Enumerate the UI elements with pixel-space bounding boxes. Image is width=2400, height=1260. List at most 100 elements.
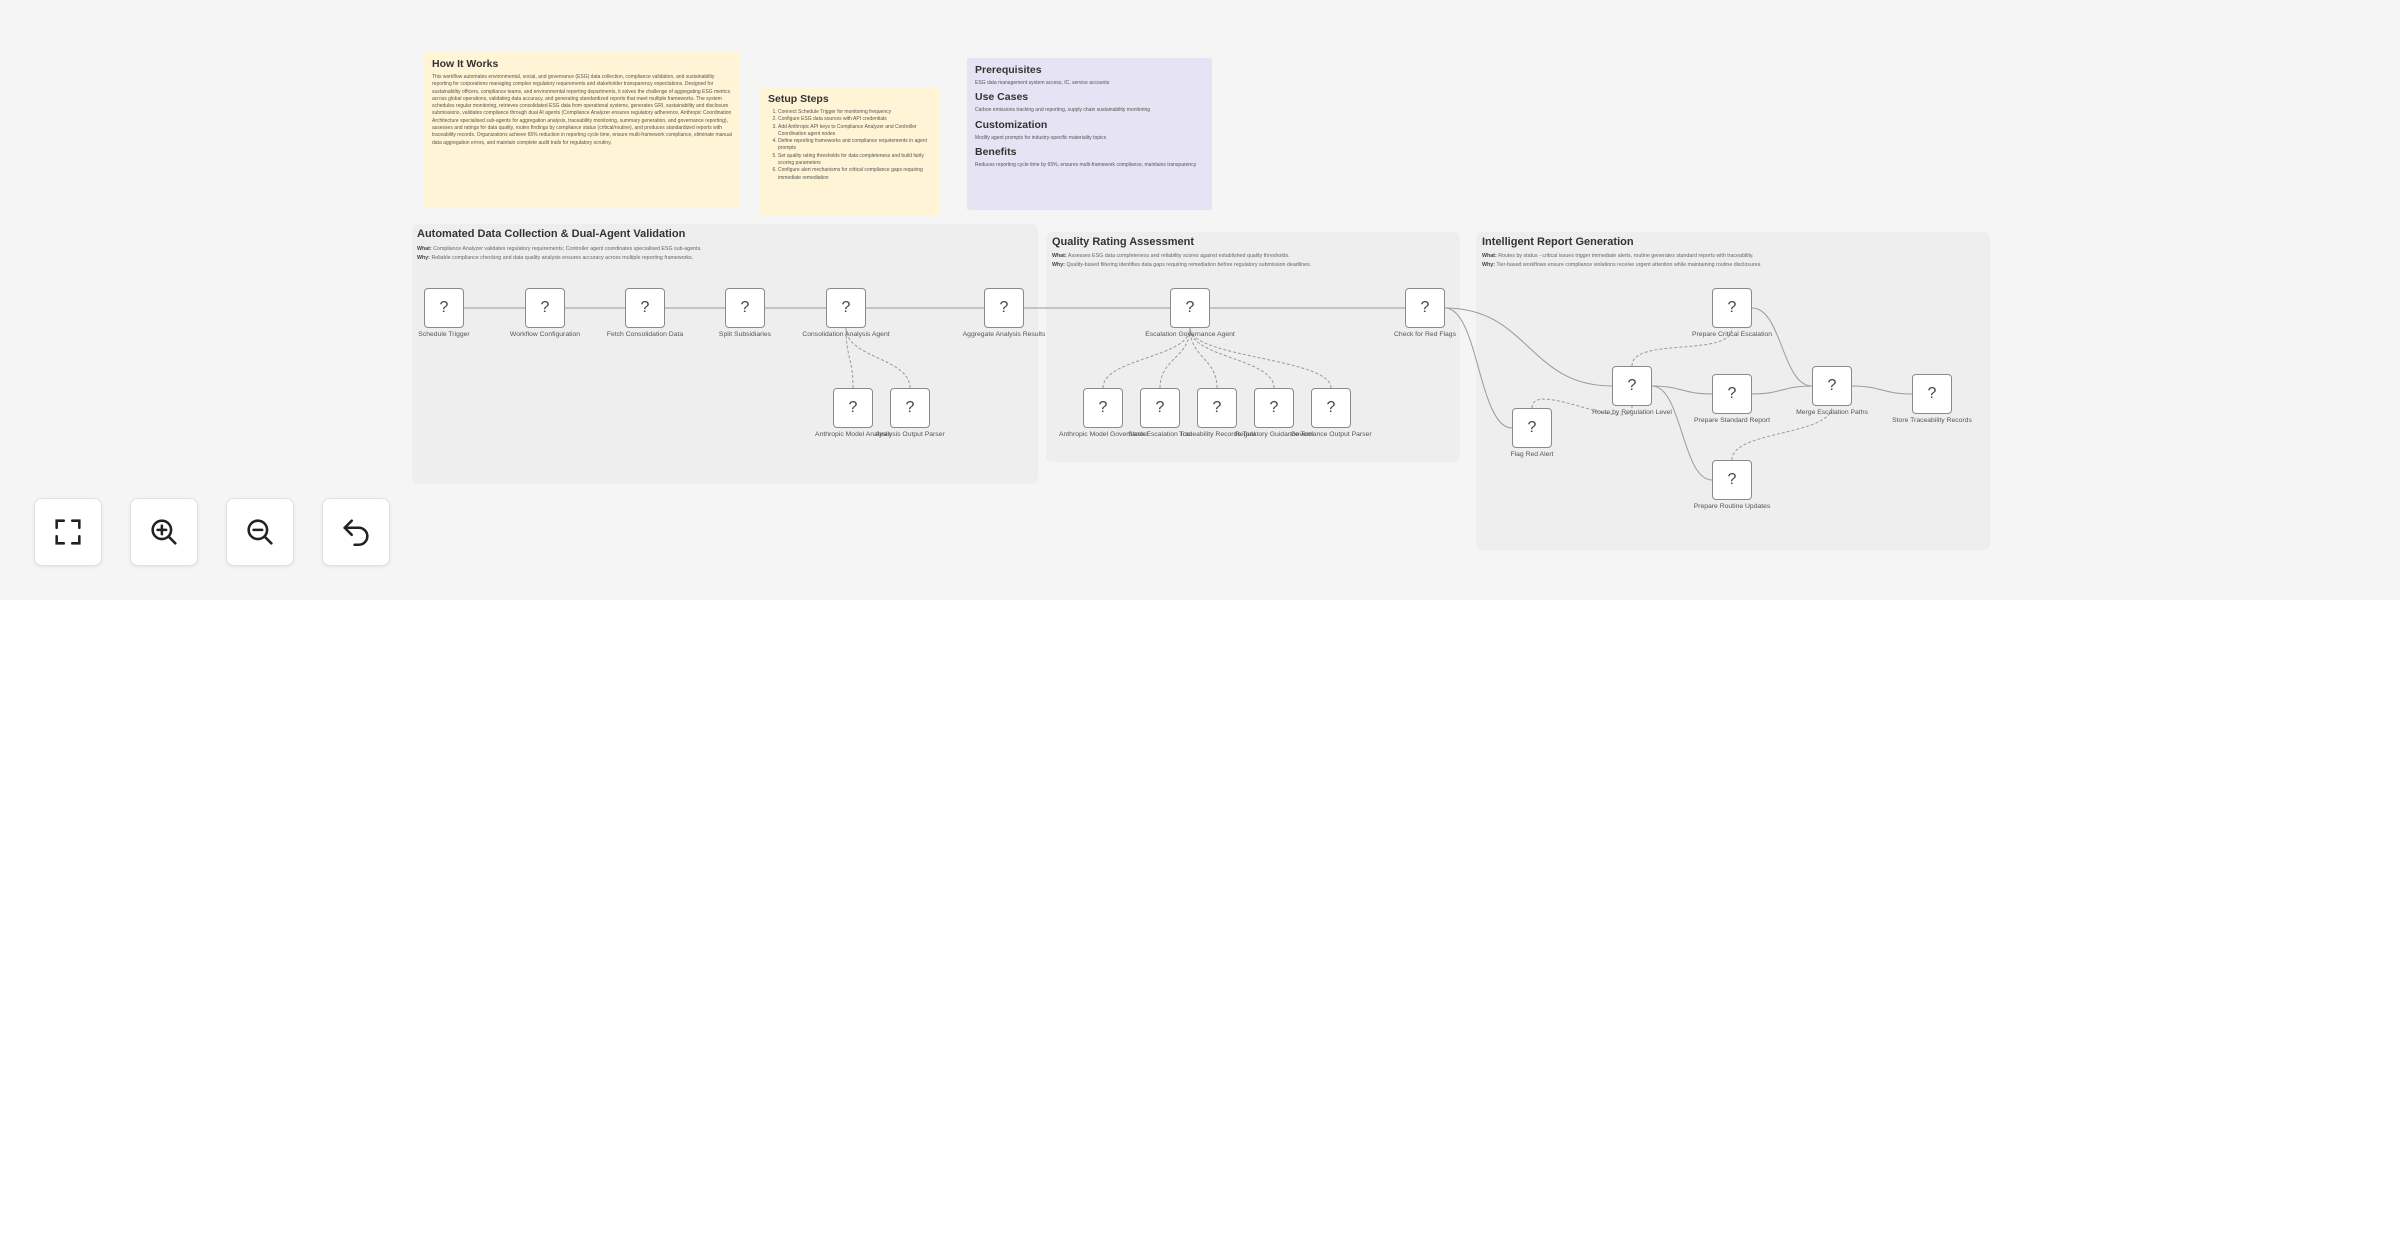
zoom-in-icon	[151, 519, 177, 545]
unknown-node-icon: ?	[905, 399, 915, 416]
workflow-node[interactable]: ?	[725, 288, 765, 328]
workflow-node[interactable]: ?	[1512, 408, 1552, 448]
note-how-it-works: How It Works This workflow automates env…	[424, 52, 740, 208]
workflow-node[interactable]: ?	[1405, 288, 1445, 328]
connection-edge	[845, 327, 854, 389]
unknown-node-icon: ?	[1927, 385, 1937, 402]
note-title: Prerequisites	[975, 64, 1042, 76]
node-label: Prepare Critical Escalation	[1691, 331, 1773, 338]
connection-edge	[1159, 327, 1191, 389]
node-label: Flag Red Alert	[1510, 451, 1554, 458]
workflow-node[interactable]: ?	[826, 288, 866, 328]
workflow-node[interactable]: ?	[833, 388, 873, 428]
workflow-node[interactable]: ?	[625, 288, 665, 328]
workflow-node[interactable]: ?	[1311, 388, 1351, 428]
group-what: What: Assesses ESG data completeness and…	[1052, 253, 1290, 259]
workflow-node[interactable]: ?	[1170, 288, 1210, 328]
connection-edge	[1102, 327, 1191, 389]
node-label: Split Subsidiaries	[718, 331, 772, 338]
workflow-node[interactable]: ?	[1812, 366, 1852, 406]
unknown-node-icon: ?	[1212, 399, 1222, 416]
node-label: Schedule Trigger	[418, 331, 470, 338]
workflow-node[interactable]: ?	[1712, 374, 1752, 414]
undo-button[interactable]	[322, 498, 390, 566]
setup-step: Define reporting frameworks and complian…	[778, 138, 932, 153]
connection-edge	[845, 327, 911, 389]
unknown-node-icon: ?	[1185, 299, 1195, 316]
unknown-node-icon: ?	[999, 299, 1009, 316]
node-label: Store Traceability Records	[1892, 417, 1972, 424]
node-label: Analysis Output Parser	[875, 431, 945, 438]
workflow-node[interactable]: ?	[1083, 388, 1123, 428]
node-label: Merge Escalation Paths	[1796, 409, 1868, 416]
node-label: Prepare Standard Report	[1694, 417, 1770, 424]
node-label: Regulatory Guidance Tool	[1234, 431, 1314, 438]
unknown-node-icon: ?	[1727, 299, 1737, 316]
workflow-node[interactable]: ?	[1612, 366, 1652, 406]
workflow-node[interactable]: ?	[1912, 374, 1952, 414]
connection-edge	[1631, 327, 1733, 367]
zoom-in-button[interactable]	[130, 498, 198, 566]
connection-edge	[1444, 307, 1513, 429]
group-title: Intelligent Report Generation	[1482, 236, 1634, 248]
node-label: Consolidation Analysis Agent	[802, 331, 890, 338]
node-label: Workflow Configuration	[509, 331, 581, 338]
connection-edge	[1751, 307, 1813, 387]
zoom-out-icon	[247, 519, 273, 545]
unknown-node-icon: ?	[1098, 399, 1108, 416]
connection-edge	[1751, 385, 1813, 395]
note-text: Carbon emissions tracking and reporting,…	[975, 107, 1151, 114]
connection-edge	[1851, 385, 1913, 395]
setup-step: Add Anthropic API keys to Compliance Ana…	[778, 124, 932, 139]
connection-edge	[1189, 327, 1332, 389]
workflow-node[interactable]: ?	[1140, 388, 1180, 428]
node-label: Route by Regulation Level	[1592, 409, 1672, 416]
fit-view-icon	[55, 519, 81, 545]
workflow-canvas[interactable]: How It Works This workflow automates env…	[0, 0, 2400, 600]
unknown-node-icon: ?	[1326, 399, 1336, 416]
node-label: Governance Output Parser	[1290, 431, 1372, 438]
unknown-node-icon: ?	[1727, 385, 1737, 402]
group-why: Why: Quality-based filtering identifies …	[1052, 262, 1312, 268]
node-label: Anthropic Model Governance	[1058, 431, 1148, 438]
note-title: Use Cases	[975, 91, 1029, 104]
note-title: How It Works	[432, 58, 499, 70]
zoom-out-button[interactable]	[226, 498, 294, 566]
workflow-node[interactable]: ?	[525, 288, 565, 328]
group-what: What: Compliance Analyzer validates regu…	[417, 246, 702, 252]
unknown-node-icon: ?	[740, 299, 750, 316]
node-label: Slack Escalation Tool	[1127, 431, 1193, 438]
unknown-node-icon: ?	[540, 299, 550, 316]
note-text: Modify agent prompts for industry-specif…	[975, 134, 1107, 141]
note-prerequisites: Prerequisites ESG data management system…	[967, 58, 1212, 210]
undo-icon	[343, 519, 369, 547]
workflow-node[interactable]: ?	[1712, 460, 1752, 500]
fit-view-button[interactable]	[34, 498, 102, 566]
workflow-node[interactable]: ?	[1197, 388, 1237, 428]
setup-step: Connect Schedule Trigger for monitoring …	[778, 109, 932, 116]
unknown-node-icon: ?	[848, 399, 858, 416]
unknown-node-icon: ?	[640, 299, 650, 316]
group-data-collection	[412, 224, 1038, 484]
workflow-node[interactable]: ?	[890, 388, 930, 428]
note-title: Setup Steps	[768, 93, 829, 105]
note-title: Benefits	[975, 145, 1017, 158]
workflow-node[interactable]: ?	[984, 288, 1024, 328]
workflow-node[interactable]: ?	[1712, 288, 1752, 328]
workflow-node[interactable]: ?	[424, 288, 464, 328]
group-what: What: Routes by status - critical issues…	[1482, 253, 1754, 259]
node-label: Fetch Consolidation Data	[606, 331, 684, 338]
connection-edge	[1651, 385, 1713, 395]
unknown-node-icon: ?	[841, 299, 851, 316]
node-label: Escalation Governance Agent	[1145, 331, 1235, 338]
setup-step: Set quality rating thresholds for data c…	[778, 153, 932, 168]
workflow-node[interactable]: ?	[1254, 388, 1294, 428]
unknown-node-icon: ?	[1827, 377, 1837, 394]
connection-edge	[1651, 385, 1713, 481]
setup-step: Configure alert mechanisms for critical …	[778, 167, 932, 182]
node-label: Aggregate Analysis Results	[962, 331, 1046, 338]
unknown-node-icon: ?	[439, 299, 449, 316]
note-text: ESG data management system access, IC, s…	[975, 80, 1110, 86]
unknown-node-icon: ?	[1627, 377, 1637, 394]
note-text: Reduces reporting cycle time by 65%, ens…	[975, 161, 1197, 168]
